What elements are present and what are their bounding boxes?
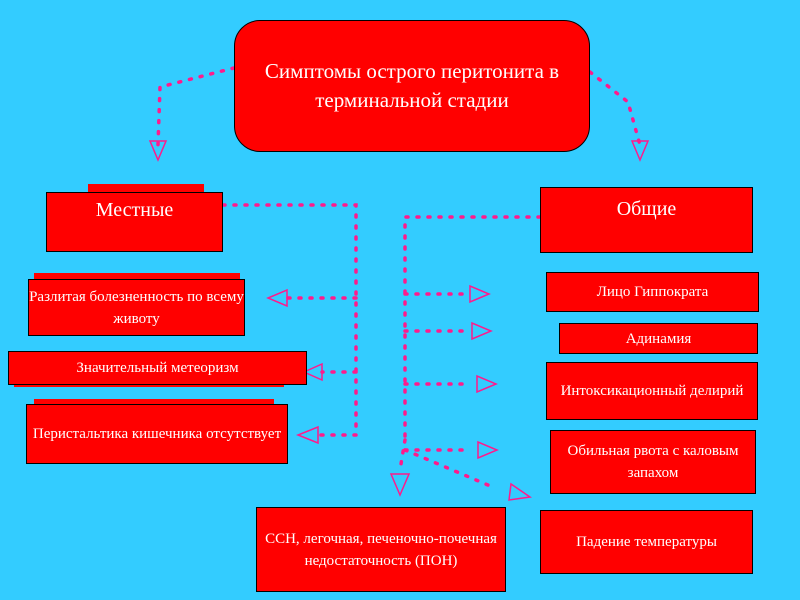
- symptom-no-peristalsis: Перистальтика кишечника отсутствует: [26, 404, 288, 464]
- local-category-box: Местные: [46, 192, 223, 252]
- connector-to-ssn: [398, 438, 407, 472]
- connector-title-general: [588, 70, 642, 147]
- multiple-organ-failure-box: ССН, легочная, печеночно-почечная недост…: [256, 507, 506, 592]
- arrowhead-delir: [476, 374, 498, 394]
- arrowhead-pain: [266, 288, 288, 308]
- symptom-label: Адинамия: [625, 330, 692, 347]
- diagram-title: Симптомы острого перитонита в терминальн…: [264, 59, 560, 112]
- arrowhead-general: [630, 140, 650, 162]
- symptom-label: Лицо Гиппократа: [596, 284, 709, 300]
- symptom-diffuse-pain: Разлитая болезненность по всему животу: [28, 279, 245, 336]
- arrowhead-adyn: [471, 321, 493, 341]
- perist-box-tab: [34, 399, 274, 406]
- symptom-adynamia: Адинамия: [559, 323, 758, 354]
- connector-local-trunk: [221, 203, 358, 437]
- arrowhead-hipp: [469, 284, 491, 304]
- symptom-label: Падение температуры: [576, 534, 717, 550]
- local-category-label: Местные: [95, 199, 174, 221]
- symptom-hippocratic-face: Лицо Гиппократа: [546, 272, 759, 312]
- connector-to-temp: [403, 448, 497, 490]
- general-category-label: Общие: [616, 198, 677, 220]
- symptom-temperature-drop: Падение температуры: [540, 510, 753, 574]
- symptom-delirium: Интоксикационный делирий: [546, 362, 758, 420]
- connector-general-trunk: [403, 215, 542, 442]
- symptom-vomiting: Обильная рвота с каловым запахом: [550, 430, 756, 494]
- pain-box-tab: [34, 273, 240, 281]
- symptom-label: Перистальтика кишечника отсутствует: [32, 426, 282, 442]
- symptom-label: Обильная рвота с каловым запахом: [567, 443, 739, 481]
- arrowhead-ssn: [389, 473, 411, 497]
- title-box: Симптомы острого перитонита в терминальн…: [234, 20, 590, 152]
- general-category-box: Общие: [540, 187, 753, 253]
- local-box-tab: [88, 184, 204, 194]
- connector-title-local: [156, 66, 236, 147]
- arrowhead-perist: [295, 425, 319, 445]
- symptom-label: Значительный метеоризм: [76, 360, 239, 376]
- arrowhead-local: [148, 140, 168, 162]
- symptom-meteorism: Значительный метеоризм: [8, 351, 307, 385]
- arrowhead-meteor: [302, 362, 323, 382]
- arrowhead-vomit: [477, 440, 499, 460]
- arrowhead-temp: [508, 482, 533, 501]
- symptom-label: Разлитая болезненность по всему животу: [29, 288, 244, 327]
- organ-failure-label: ССН, легочная, печеночно-почечная недост…: [265, 530, 497, 569]
- symptom-label: Интоксикационный делирий: [560, 383, 744, 399]
